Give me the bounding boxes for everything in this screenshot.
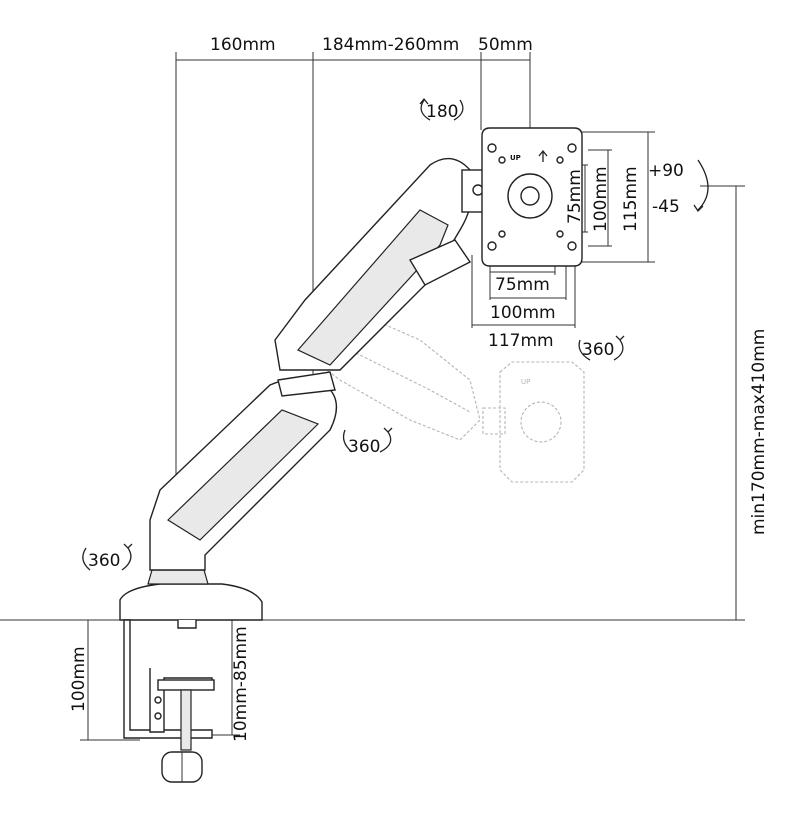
dimension-lines: [0, 52, 745, 741]
clamp-bolt-1: [154, 696, 162, 704]
dim-vesa-v75: 75mm: [565, 169, 585, 224]
label-rotation-360-base: 360: [88, 551, 120, 571]
ghost-plate-center: [520, 401, 562, 443]
label-rotation-360-elbow: 360: [348, 437, 380, 457]
vesa-hole-75-bl: [498, 230, 506, 238]
tilt-arrow-icon: [693, 159, 709, 213]
label-tilt-up: +90: [648, 161, 684, 181]
rotation-360-base-left-icon: [82, 547, 91, 571]
base-collar: [147, 569, 209, 585]
vesa-plate-center-hub: [520, 186, 540, 206]
vesa-hole-100-br: [567, 241, 577, 251]
clamp-pressure-plate: [157, 679, 215, 691]
dim-desk-thickness: 10mm-85mm: [231, 626, 251, 742]
vesa-hole-100-tr: [567, 143, 577, 153]
dim-vesa-v100: 100mm: [591, 166, 611, 232]
rotation-arrows: [82, 97, 709, 571]
dim-height-range: min170mm-max410mm: [749, 329, 769, 535]
base-plate: [119, 583, 263, 621]
rotation-360-elbow-right-icon: [379, 427, 393, 453]
lower-arm-gas-spring: [167, 409, 320, 541]
clamp-assembly: [119, 569, 263, 783]
dim-vesa-h100: 100mm: [490, 303, 556, 323]
rotation-180-arrow-icon: [419, 97, 431, 121]
vesa-hole-100-tl: [487, 143, 497, 153]
rotation-360-head-right-icon: [613, 335, 625, 361]
clamp-body: [123, 619, 213, 739]
vesa-hole-100-bl: [487, 241, 497, 251]
ghost-up-mark: UP: [521, 378, 530, 386]
label-rotation-180: 180: [426, 102, 458, 122]
vesa-plate: UP: [481, 127, 583, 267]
rotation-360-base-right-icon: [121, 543, 133, 571]
dim-top-arm-range: 184mm-260mm: [322, 35, 459, 55]
lower-arm-assembly: [149, 371, 338, 571]
dim-clamp-height: 100mm: [69, 646, 89, 712]
dim-vesa-h117: 117mm: [488, 331, 554, 351]
vesa-hole-75-tl: [498, 156, 506, 164]
clamp-screw: [180, 689, 192, 751]
labels: 160mm 184mm-260mm 50mm 180 +90 -45 75mm …: [69, 35, 769, 742]
clamp-bolt-2: [154, 712, 162, 720]
vesa-hole-75-br: [556, 230, 564, 238]
dim-top-base-to-pole: 160mm: [210, 35, 276, 55]
upper-arm-gas-spring: [297, 209, 449, 366]
upper-arm-assembly: [274, 157, 489, 371]
up-arrow-icon: [538, 149, 548, 162]
elbow-joint: [277, 371, 336, 397]
plate-up-mark: UP: [510, 154, 521, 162]
label-tilt-down: -45: [652, 197, 680, 217]
vesa-hole-75-tr: [556, 156, 564, 164]
upper-arm-lower-fin: [408, 239, 472, 286]
rotation-360-head-left-icon: [578, 339, 591, 361]
dim-vesa-v115: 115mm: [621, 166, 641, 232]
rotation-180-arc-icon: [453, 99, 464, 121]
dim-top-head-offset: 50mm: [478, 35, 533, 55]
dim-vesa-h75: 75mm: [495, 275, 550, 295]
rotation-360-elbow-left-icon: [342, 429, 353, 453]
ghost-head-joint: [482, 407, 506, 435]
ghost-vesa-plate: [499, 361, 585, 483]
clamp-top-tab: [177, 620, 197, 629]
label-rotation-360-head: 360: [582, 340, 614, 360]
